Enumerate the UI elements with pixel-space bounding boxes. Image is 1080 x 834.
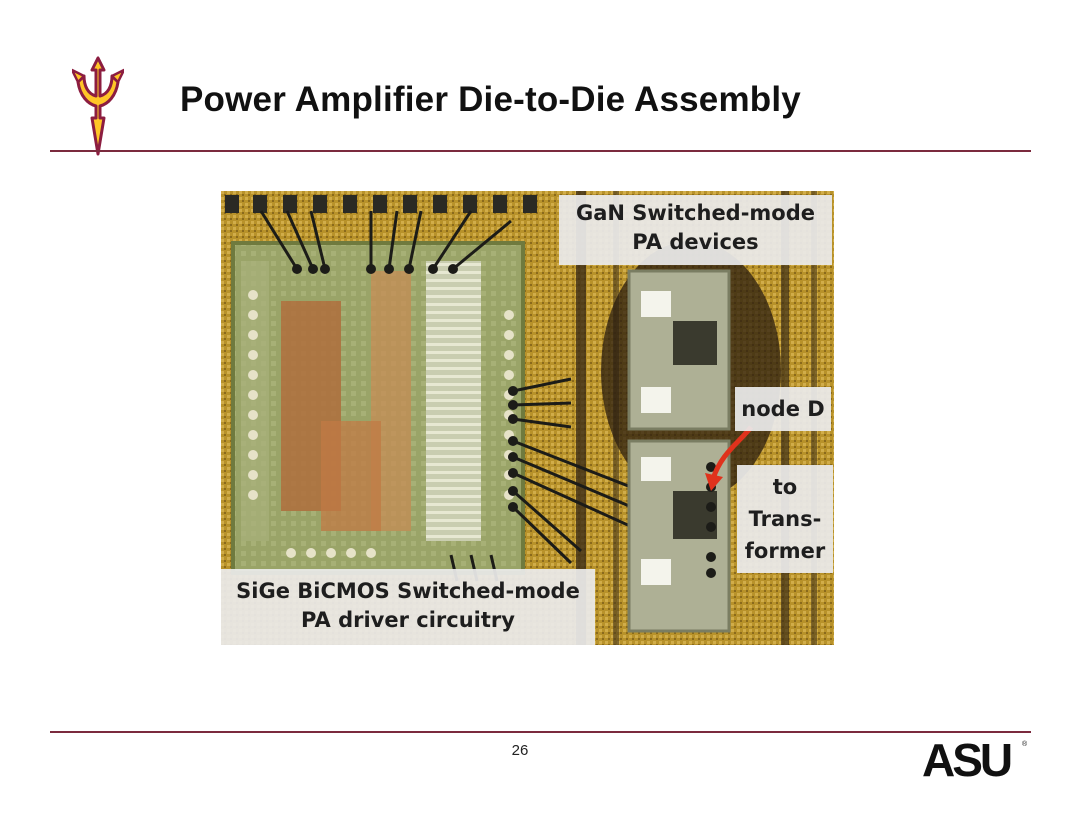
die-assembly-photo: GaN Switched-mode PA devices node D to T… [221, 191, 834, 645]
node-d-label: node D [735, 387, 831, 431]
pitchfork-logo-icon [72, 56, 124, 156]
asu-registered-mark: ® [1022, 740, 1028, 748]
gan-devices-label: GaN Switched-mode PA devices [559, 195, 832, 265]
die-photo-illustration [221, 191, 834, 645]
gan-label-line1: GaN Switched-mode [575, 201, 816, 225]
to-label-line1: to [772, 475, 798, 499]
sige-label-line1: SiGe BiCMOS Switched-mode [236, 579, 580, 603]
asu-logo-text: ASU [922, 736, 1011, 780]
slide-title: Power Amplifier Die-to-Die Assembly [180, 80, 801, 119]
page-number: 26 [511, 742, 529, 759]
gan-label-line2: PA devices [632, 230, 759, 254]
footer-divider [50, 731, 1031, 733]
title-divider [50, 150, 1031, 152]
sige-label-line2: PA driver circuitry [301, 608, 515, 632]
to-label-line3: former [744, 539, 826, 563]
to-label-line2: Trans- [748, 507, 822, 531]
to-transformer-label: to Trans- former [737, 465, 833, 573]
asu-logo-icon: ASU ® [922, 736, 1028, 780]
sige-driver-label: SiGe BiCMOS Switched-mode PA driver circ… [221, 569, 595, 645]
